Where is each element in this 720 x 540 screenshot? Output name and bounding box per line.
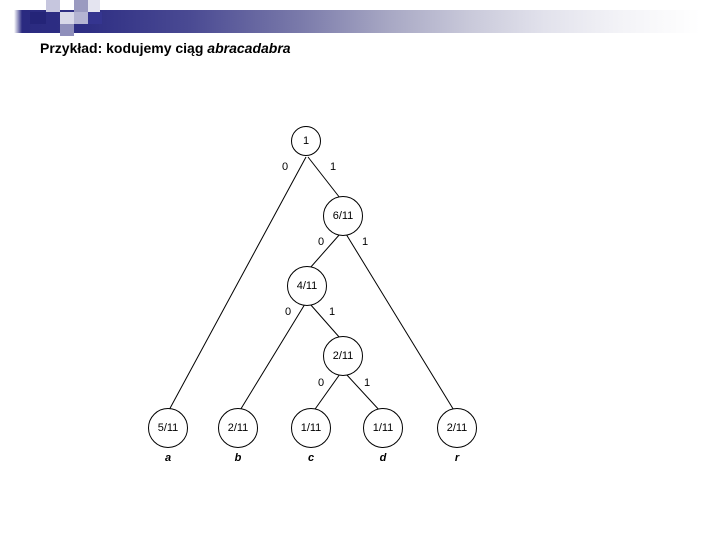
edge-bit-label-root-0: 0 (282, 161, 289, 173)
square-light-1 (46, 0, 60, 12)
tree-node-label: 2/11 (332, 350, 354, 362)
tree-node-n2: 2/11 (323, 336, 363, 376)
header-gradient-band (0, 10, 720, 33)
tree-node-n6: 6/11 (323, 196, 363, 236)
tree-edge-root-1 (307, 156, 341, 199)
tree-edge-n6-1 (345, 233, 456, 413)
leaf-symbol-c: c (307, 452, 315, 464)
tree-node-label: 1/11 (372, 422, 394, 434)
leaf-symbol-r: r (454, 452, 460, 464)
edge-bit-label-root-1: 1 (330, 161, 337, 173)
leaf-symbol-a: a (164, 452, 172, 464)
edge-bit-label-n2-0: 0 (318, 377, 325, 389)
tree-edge-root-0 (167, 156, 307, 413)
tree-node-label: 4/11 (296, 280, 318, 292)
square-light-2 (60, 12, 74, 24)
leaf-symbol-b: b (234, 452, 242, 464)
square-dark-2 (88, 12, 102, 24)
tree-node-label: 6/11 (332, 210, 354, 222)
tree-edge-n2-0 (312, 373, 341, 413)
tree-node-leaf_r: 2/11 (437, 408, 477, 448)
tree-node-label: 5/11 (157, 422, 179, 434)
title-emphasis: abracadabra (207, 40, 291, 56)
tree-node-leaf_b: 2/11 (218, 408, 258, 448)
leaf-symbol-d: d (379, 452, 387, 464)
tree-node-leaf_a: 5/11 (148, 408, 188, 448)
tree-edge-n4-0 (238, 303, 306, 413)
tree-node-leaf_d: 1/11 (363, 408, 403, 448)
page-title: Przykład: kodujemy ciąg abracadabra (40, 40, 291, 56)
edge-bit-label-n2-1: 1 (364, 377, 371, 389)
tree-node-n4: 4/11 (287, 266, 327, 306)
tree-node-root: 1 (291, 126, 321, 156)
square-mid-1 (74, 0, 88, 12)
square-mid-2 (74, 12, 88, 24)
square-mid-3 (60, 24, 74, 36)
square-light-3 (88, 0, 100, 12)
square-dark-1 (30, 12, 46, 24)
edge-bit-label-n4-1: 1 (329, 306, 336, 318)
edge-bit-label-n6-1: 1 (362, 236, 369, 248)
tree-edge-n4-1 (309, 303, 341, 339)
tree-node-label: 2/11 (227, 422, 249, 434)
tree-node-label: 1/11 (300, 422, 322, 434)
tree-node-label: 1 (302, 135, 310, 147)
edge-bit-label-n6-0: 0 (318, 236, 325, 248)
tree-edge-n6-0 (309, 233, 341, 269)
edge-bit-label-n4-0: 0 (285, 306, 292, 318)
tree-edge-n2-1 (345, 373, 382, 413)
tree-node-leaf_c: 1/11 (291, 408, 331, 448)
title-text: Przykład: kodujemy ciąg (40, 40, 208, 56)
tree-node-label: 2/11 (446, 422, 468, 434)
